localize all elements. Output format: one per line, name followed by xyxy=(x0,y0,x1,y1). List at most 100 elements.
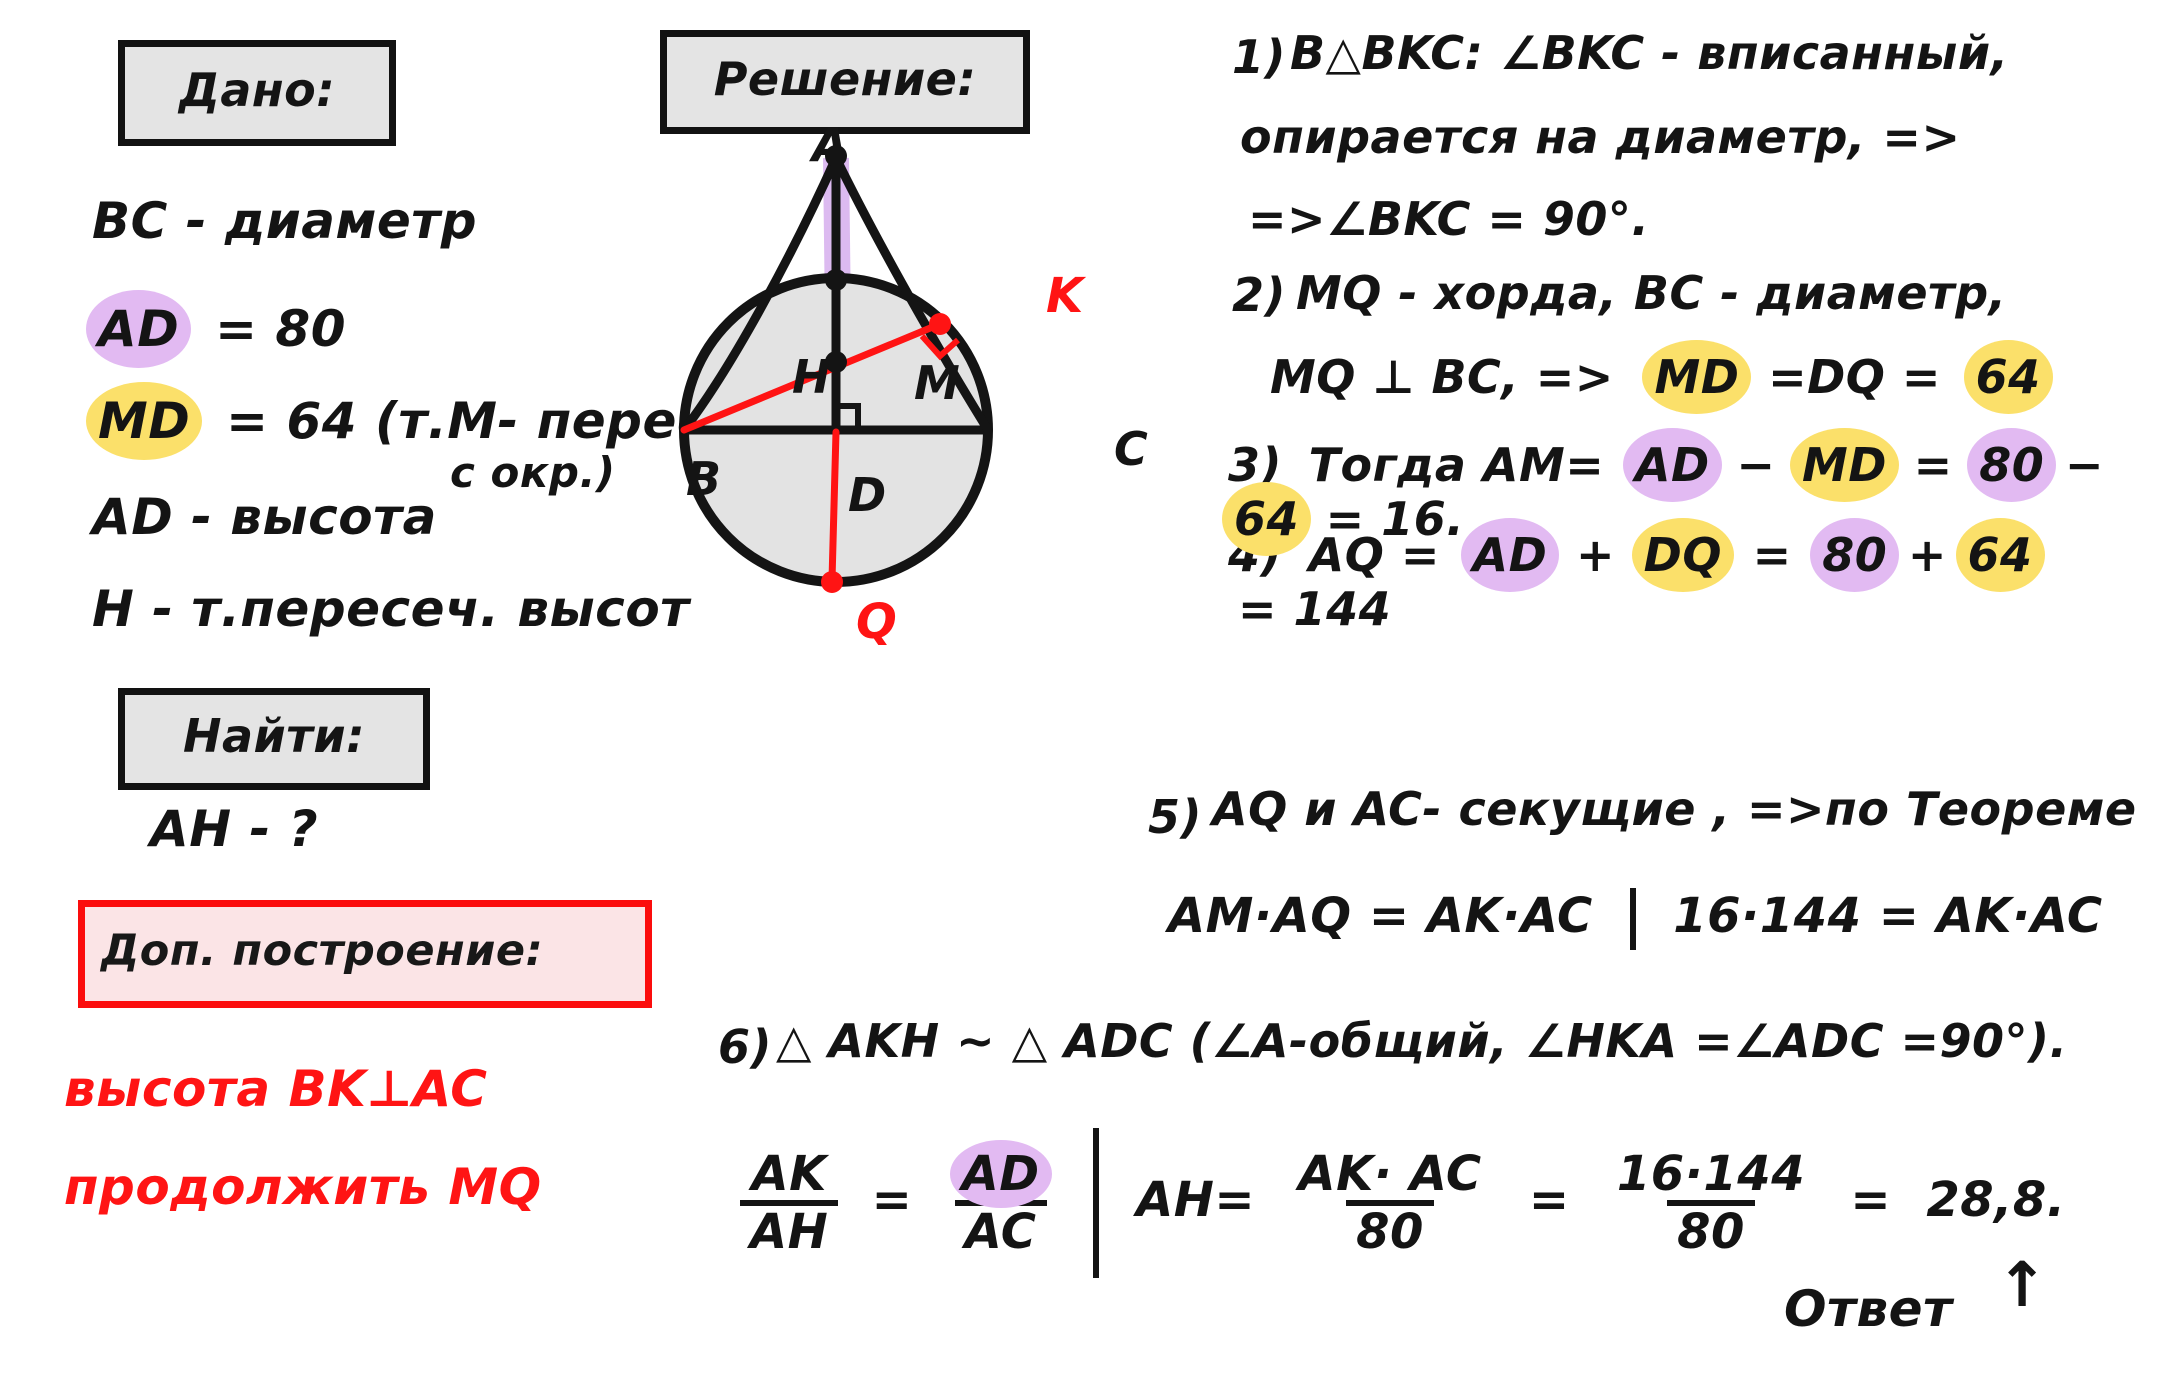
point-h-dot xyxy=(825,351,847,373)
step-4-ad-highlight: AD xyxy=(1460,518,1560,592)
point-q-dot xyxy=(821,571,843,593)
final-equals-3: = xyxy=(1850,1172,1892,1228)
segment-bk-altitude xyxy=(680,320,944,434)
step-4-mid-3: + xyxy=(1907,528,1947,582)
ratio-ak-ah-den: AH xyxy=(740,1200,839,1256)
step-5-line-2: AM·AQ = AK·AC 16·144 = AK·AC xyxy=(1168,888,2103,950)
step-3-64-highlight: 64 xyxy=(1221,482,1312,556)
construction-header-box: Доп. построение: xyxy=(78,900,652,1008)
ratio-ak-ah-num: AK xyxy=(751,1146,827,1202)
given-md-note-second-line: с окр.) xyxy=(450,448,616,497)
step-1-line-3: =>∠BKC = 90°. xyxy=(1248,192,1650,246)
step-4-mid-2: = xyxy=(1752,528,1792,582)
final-ah-label: AH= xyxy=(1136,1172,1256,1228)
step-4-dq-highlight: DQ xyxy=(1631,518,1735,592)
geometry-diagram xyxy=(640,100,1200,900)
given-line-bc-diameter: BC - диаметр xyxy=(92,192,478,250)
diagram-label-k: K xyxy=(1046,268,1084,324)
final-fraction-2-den: 80 xyxy=(1667,1200,1755,1256)
vertical-divider-1 xyxy=(1629,888,1636,950)
final-fraction-2-num: 16·144 xyxy=(1616,1146,1806,1202)
step-2-pre: MQ ⊥ BC, => xyxy=(1270,350,1614,404)
final-ad-highlight: AD xyxy=(949,1140,1052,1208)
final-equals-2: = xyxy=(1528,1172,1570,1228)
find-header-label: Найти: xyxy=(182,709,366,763)
given-header-label: Дано: xyxy=(178,63,336,117)
given-md-highlight: MD xyxy=(85,382,203,460)
given-line-h-orthocenter: H - т.пересеч. высот xyxy=(92,580,690,638)
find-header-box: Найти: xyxy=(118,688,430,790)
step-3-mid-2: = xyxy=(1913,438,1953,492)
step-4: 4) AQ = AD + DQ = 80 + 64 = 144 xyxy=(1228,518,2160,636)
segment-ab xyxy=(679,153,841,435)
final-fraction-1-den: 80 xyxy=(1346,1200,1434,1256)
ratio-ad-ac: AD AC xyxy=(946,1140,1056,1256)
segment-ac xyxy=(831,153,993,435)
vertical-divider-2 xyxy=(1092,1128,1099,1278)
step-3-mid-3: − xyxy=(2064,438,2104,492)
diagram-label-b: B xyxy=(686,452,722,506)
step-4-80-highlight: 80 xyxy=(1810,518,1900,592)
given-header-box: Дано: xyxy=(118,40,396,146)
diagram-label-q: Q xyxy=(856,594,898,650)
final-fraction-1: AK· AC 80 xyxy=(1288,1150,1491,1256)
step-3-ad-highlight: AD xyxy=(1622,428,1722,502)
segment-dq-extension xyxy=(828,428,840,584)
step-2-number: 2) xyxy=(1232,268,1287,322)
step-6-line-1: △ AKH ~ △ ADC (∠A-общий, ∠HKA =∠ADC =90°… xyxy=(776,1014,2068,1068)
step-5-line-1: AQ и AC- секущие , =>по Теореме xyxy=(1212,782,2137,836)
step-3-md-highlight: MD xyxy=(1790,428,1899,502)
step-2-md-highlight: MD xyxy=(1642,340,1752,414)
diagram-label-c: C xyxy=(1114,422,1149,476)
given-line-ad-height: AD - высота xyxy=(92,488,437,546)
step-1-number: 1) xyxy=(1232,30,1287,84)
solution-header-label: Решение: xyxy=(713,52,977,106)
step-2-line-1: MQ - хорда, BC - диаметр, xyxy=(1296,266,2007,320)
answer-label: Ответ xyxy=(1784,1280,1953,1338)
final-fraction-1-num: AK· AC xyxy=(1298,1146,1482,1202)
point-k-dot xyxy=(929,313,951,335)
final-result: 28,8. xyxy=(1926,1172,2066,1228)
step-2-mid: =DQ = xyxy=(1768,350,1941,404)
given-ad-highlight: AD xyxy=(85,290,192,368)
construction-header-label: Доп. построение: xyxy=(101,926,544,976)
step-3-post: = 16. xyxy=(1325,492,1465,546)
ratio-ak-ah: AK AH xyxy=(740,1146,839,1256)
step-2-64-highlight: 64 xyxy=(1963,340,2053,414)
step-3-mid-1: − xyxy=(1736,438,1776,492)
step-2-line-2: MQ ⊥ BC, => MD =DQ = 64 xyxy=(1270,340,2053,414)
step-4-mid-1: + xyxy=(1575,528,1616,582)
step-4-64-highlight: 64 xyxy=(1955,518,2045,592)
step-3: 3) Тогда AM= AD − MD = 80 − 64 = 16. xyxy=(1221,428,2160,556)
find-question: AH - ? xyxy=(150,800,319,858)
ratio-ad-ac-den: AC xyxy=(954,1200,1047,1256)
ratio-ad-ac-num: AD xyxy=(946,1140,1056,1208)
step-3-80-highlight: 80 xyxy=(1967,428,2057,502)
diagram-label-a: A xyxy=(812,118,849,172)
step-4-post: = 144 xyxy=(1238,582,1392,636)
step-1-line-2: опирается на диаметр, => xyxy=(1240,110,1961,164)
final-fraction-2: 16·144 80 xyxy=(1607,1150,1815,1256)
solution-header-box: Решение: xyxy=(660,30,1030,134)
answer-arrow-icon: ↑ xyxy=(1996,1248,2049,1321)
diagram-label-h: H xyxy=(792,350,831,404)
construction-line-2: продолжить MQ xyxy=(64,1158,542,1216)
point-m-dot xyxy=(825,269,847,291)
step-6-number: 6) xyxy=(718,1020,773,1074)
step-5-formula-left: AM·AQ = AK·AC xyxy=(1168,888,1593,944)
given-ad-rest: = 80 xyxy=(215,300,346,358)
right-angle-mark-k xyxy=(919,333,960,361)
step-4-pre: AQ = xyxy=(1308,528,1440,582)
final-computation: AK AH = AD AC AH= AK· AC 80 = 16·144 80 … xyxy=(740,1128,2066,1278)
diagram-label-m: M xyxy=(914,356,961,410)
step-1-line-1: В△BKC: ∠BKC - вписанный, xyxy=(1290,26,2009,80)
diagram-label-d: D xyxy=(848,468,887,522)
step-3-pre: Тогда AM= xyxy=(1308,438,1605,492)
point-a-dot xyxy=(825,145,847,167)
step-5-formula-right: 16·144 = AK·AC xyxy=(1673,888,2103,944)
construction-line-1: высота BK⊥AC xyxy=(64,1060,488,1118)
given-line-ad-value: AD = 80 xyxy=(85,290,346,368)
step-5-number: 5) xyxy=(1148,790,1203,844)
right-angle-mark-d xyxy=(836,403,861,430)
